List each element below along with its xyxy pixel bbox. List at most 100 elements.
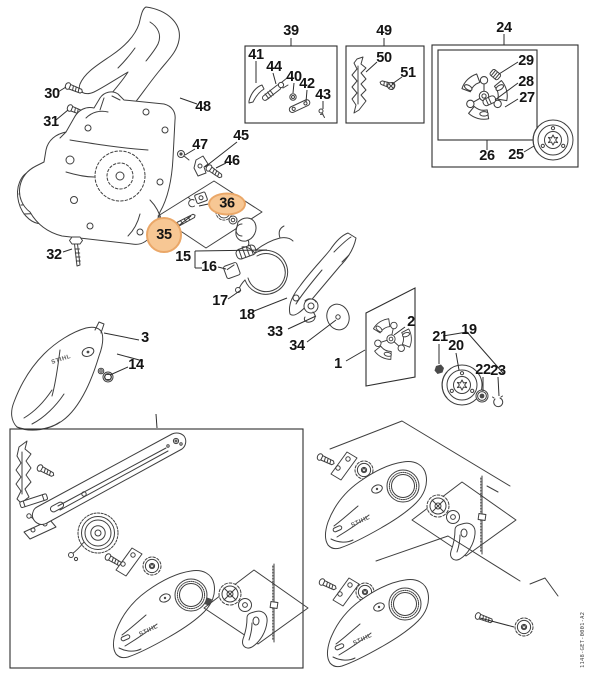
callout-line [116, 353, 144, 362]
part-label-35[interactable]: 35 [146, 217, 182, 253]
group-box-24 [431, 44, 579, 168]
part-label-50[interactable]: 50 [376, 49, 392, 66]
part-label-29[interactable]: 29 [518, 52, 534, 69]
part-label-32[interactable]: 32 [46, 246, 62, 263]
callout-line [479, 617, 515, 628]
part-label-14[interactable]: 14 [128, 356, 144, 373]
brake-band-drawing [235, 225, 294, 295]
callout-line [345, 349, 366, 362]
callout-line [306, 319, 337, 343]
callout-line [523, 145, 535, 153]
cover-assembly-bottom-drawing [317, 535, 521, 668]
callout-line [184, 148, 196, 156]
part-label-28[interactable]: 28 [518, 73, 534, 90]
throttle-linkage-parts-drawing [248, 77, 325, 118]
callout-line [494, 82, 519, 101]
disc-34-drawing [326, 303, 350, 331]
callout-line [497, 376, 500, 397]
part-label-51[interactable]: 51 [400, 64, 416, 81]
part-label-47[interactable]: 47 [192, 136, 208, 153]
callout-line [292, 82, 295, 94]
group-box-2 [365, 287, 416, 387]
part-label-46[interactable]: 46 [224, 152, 240, 169]
callout-line [365, 61, 378, 73]
part-label-44[interactable]: 44 [266, 58, 282, 75]
group-box-49 [345, 45, 425, 124]
callout-line [272, 72, 277, 85]
part-label-16[interactable]: 16 [201, 258, 217, 275]
part-label-21[interactable]: 21 [432, 328, 448, 345]
part-label-19[interactable]: 19 [461, 321, 477, 338]
hand-guard-18-drawing [289, 232, 357, 316]
part-label-23[interactable]: 23 [490, 362, 506, 379]
callout-line [504, 98, 519, 108]
part-label-34[interactable]: 34 [289, 337, 305, 354]
callout-lines-layer [55, 34, 535, 628]
callout-line [227, 289, 242, 300]
part-label-24[interactable]: 24 [496, 19, 512, 36]
callout-line [391, 76, 403, 85]
callout-line [215, 162, 227, 169]
cover3-brand-text: STIHL [51, 354, 72, 366]
callout-line [194, 249, 268, 252]
callout-line [217, 266, 227, 270]
guide-bar-drawing [31, 432, 187, 525]
part-label-1[interactable]: 1 [334, 355, 342, 372]
callout-line [455, 352, 460, 371]
part-label-48[interactable]: 48 [195, 98, 211, 115]
callout-line [55, 109, 69, 121]
part-label-42[interactable]: 42 [299, 75, 315, 92]
cover-assembly-top-drawing [315, 420, 511, 550]
part-label-43[interactable]: 43 [315, 86, 331, 103]
bolt-32-drawing [69, 236, 83, 267]
guide-rail-parts-drawing [351, 56, 396, 114]
block-16-drawing [223, 262, 241, 279]
part-label-25[interactable]: 25 [508, 146, 524, 163]
callout-line [57, 86, 67, 93]
part-label-41[interactable]: 41 [248, 46, 264, 63]
callout-line [204, 141, 238, 168]
part-label-36[interactable]: 36 [208, 192, 246, 216]
group-box-bar-chain [9, 428, 304, 669]
drawing-number: 1148-GET-0001-A2 [580, 612, 586, 668]
part-label-30[interactable]: 30 [44, 85, 60, 102]
callout-line [466, 331, 504, 374]
part-label-39[interactable]: 39 [283, 22, 299, 39]
engine-housing-drawing [17, 91, 176, 245]
cover-assembly-box-drawing [103, 547, 309, 659]
callout-line [498, 61, 519, 75]
sprocket-drum-19-drawing [434, 364, 504, 408]
callout-line [305, 89, 308, 103]
callout-line [442, 331, 468, 337]
bracket-45-parts-drawing [177, 150, 225, 181]
part-label-15[interactable]: 15 [175, 248, 191, 265]
callout-line [393, 326, 406, 336]
part-label-45[interactable]: 45 [233, 127, 249, 144]
callout-line [109, 366, 129, 376]
part-label-3[interactable]: 3 [141, 329, 149, 346]
gear-kit-drawing [473, 577, 559, 637]
part-label-17[interactable]: 17 [212, 292, 228, 309]
callout-line [179, 97, 198, 105]
callout-line [155, 413, 158, 429]
bumper-spike-drawing [15, 440, 57, 540]
callout-line [287, 315, 317, 330]
part-label-26[interactable]: 26 [479, 147, 495, 164]
part-label-18[interactable]: 18 [239, 306, 255, 323]
part-label-33[interactable]: 33 [267, 323, 283, 340]
part-label-27[interactable]: 27 [519, 89, 535, 106]
part-label-2[interactable]: 2 [407, 313, 415, 330]
part-label-40[interactable]: 40 [286, 68, 302, 85]
part-label-49[interactable]: 49 [376, 22, 392, 39]
clutch-small-parts-drawing [482, 69, 502, 107]
part-label-20[interactable]: 20 [448, 337, 464, 354]
part-label-31[interactable]: 31 [43, 113, 59, 130]
part-label-22[interactable]: 22 [475, 361, 491, 378]
ring-sprocket-drawing [68, 512, 119, 562]
callout-line [253, 297, 288, 312]
callout-line [62, 248, 73, 253]
callout-line [103, 332, 140, 341]
